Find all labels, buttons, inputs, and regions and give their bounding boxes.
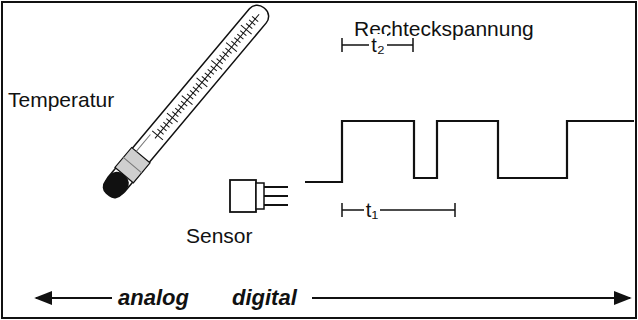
scale-tick — [211, 66, 217, 71]
scale-tick — [205, 73, 211, 78]
scale-tick — [190, 90, 196, 95]
scale-tick — [252, 16, 258, 21]
scale-tick — [217, 59, 223, 64]
digital-label: digital — [232, 286, 297, 310]
scale-tick — [175, 108, 181, 113]
scale-tick — [249, 20, 255, 25]
scale-tick — [240, 31, 246, 36]
digital-arrow — [312, 297, 630, 299]
scale-tick — [196, 83, 202, 88]
scale-tick — [234, 38, 240, 43]
sensor-symbol — [230, 180, 288, 212]
square-wave — [305, 121, 634, 182]
scale-tick — [157, 129, 163, 134]
t1-dimension — [342, 203, 455, 217]
analog-label: analog — [118, 286, 189, 310]
scale-tick — [208, 69, 214, 74]
scale-tick — [220, 55, 226, 60]
scale-tick — [193, 87, 199, 92]
scale-tick — [160, 126, 166, 131]
scale-tick — [223, 52, 229, 57]
scale-tick — [202, 76, 208, 81]
thermometer — [98, 0, 273, 202]
analog-arrow — [36, 297, 112, 299]
scale-tick — [246, 24, 252, 29]
time-label: t₂ — [369, 34, 386, 56]
scale-tick — [237, 34, 243, 39]
temperature-label: Temperatur — [8, 88, 114, 111]
scale-tick — [166, 119, 172, 124]
time-label: t₁ — [364, 199, 380, 221]
scale-tick — [178, 105, 184, 110]
scale-tick — [225, 48, 231, 53]
scale-tick — [181, 101, 187, 106]
scale-tick — [163, 122, 169, 127]
scale-tick — [172, 112, 178, 117]
sensor-label: Sensor — [186, 224, 253, 247]
scale-tick — [187, 94, 193, 99]
scale-tick — [231, 41, 237, 46]
